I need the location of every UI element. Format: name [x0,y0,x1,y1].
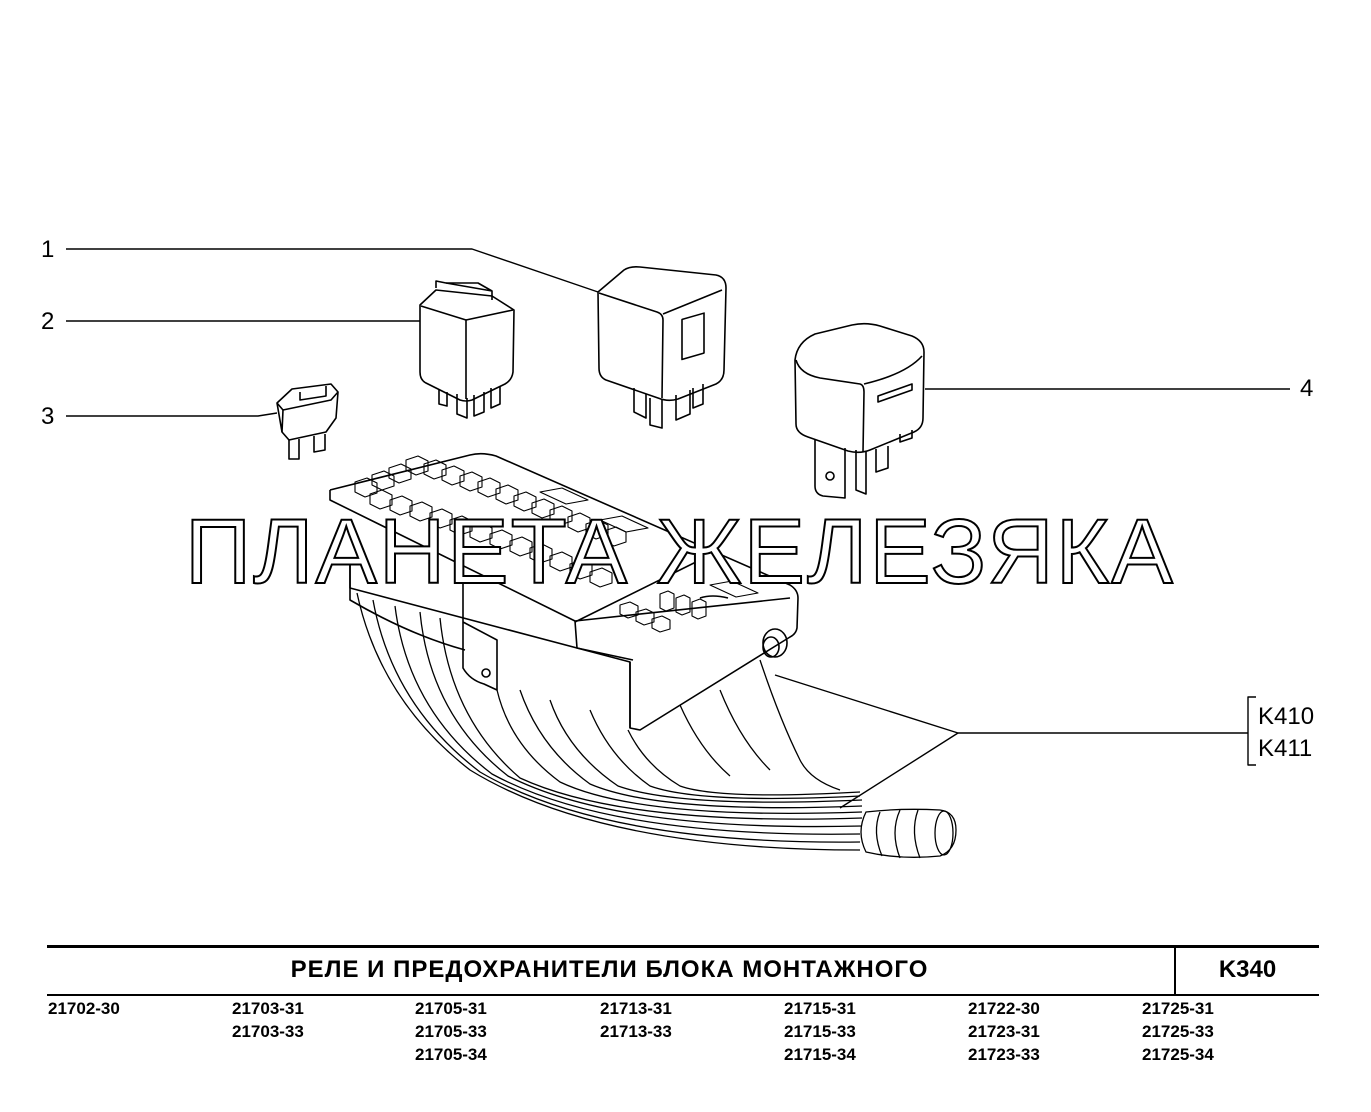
title-bar: РЕЛЕ И ПРЕДОХРАНИТЕЛИ БЛОКА МОНТАЖНОГО K… [47,945,1319,996]
model-column-2: 21703-31 21703-33 [232,997,304,1043]
model-number: 21702-30 [48,999,120,1018]
parts-diagram [66,248,1290,859]
model-column-5: 21715-31 21715-33 21715-34 [784,997,856,1066]
fuse-part-3 [276,383,339,460]
title-divider [1174,948,1176,994]
model-number: 21723-31 [968,1022,1040,1041]
callout-1: 1 [41,236,55,263]
model-number: 21703-33 [232,1022,304,1041]
callout-2: 2 [41,308,55,335]
page-title: РЕЛЕ И ПРЕДОХРАНИТЕЛИ БЛОКА МОНТАЖНОГО [290,956,929,983]
model-column-3: 21705-31 21705-33 21705-34 [415,997,487,1066]
wire-harness [356,592,957,859]
model-number: 21703-31 [232,999,304,1018]
model-number: 21715-33 [784,1022,856,1041]
model-number: 21725-34 [1142,1045,1214,1064]
model-number: 21715-31 [784,999,856,1018]
relay-part-4 [794,322,925,499]
model-column-1: 21702-30 [48,997,120,1020]
relay-part-2 [419,280,515,419]
model-number: 21725-33 [1142,1022,1214,1041]
callout-k410: K410 [1258,703,1315,730]
callout-k411: K411 [1258,735,1313,762]
relay-part-1 [597,266,727,429]
model-column-6: 21722-30 21723-31 21723-33 [968,997,1040,1066]
model-number: 21725-31 [1142,999,1214,1018]
page-code: K340 [1218,956,1277,983]
callout-3: 3 [41,403,55,430]
model-number: 21705-34 [415,1045,487,1064]
model-number: 21723-33 [968,1045,1040,1064]
callout-4: 4 [1300,375,1314,402]
model-number: 21705-31 [415,999,487,1018]
model-number: 21715-34 [784,1045,856,1064]
mounting-block [329,452,799,731]
watermark: ПЛАНЕТА ЖЕЛЕЗЯКА [184,500,1175,604]
model-number: 21713-31 [600,999,672,1018]
leader-lines [66,248,1290,809]
model-number: 21713-33 [600,1022,672,1041]
model-column-7: 21725-31 21725-33 21725-34 [1142,997,1214,1066]
model-number: 21705-33 [415,1022,487,1041]
model-number: 21722-30 [968,999,1040,1018]
model-column-4: 21713-31 21713-33 [600,997,672,1043]
